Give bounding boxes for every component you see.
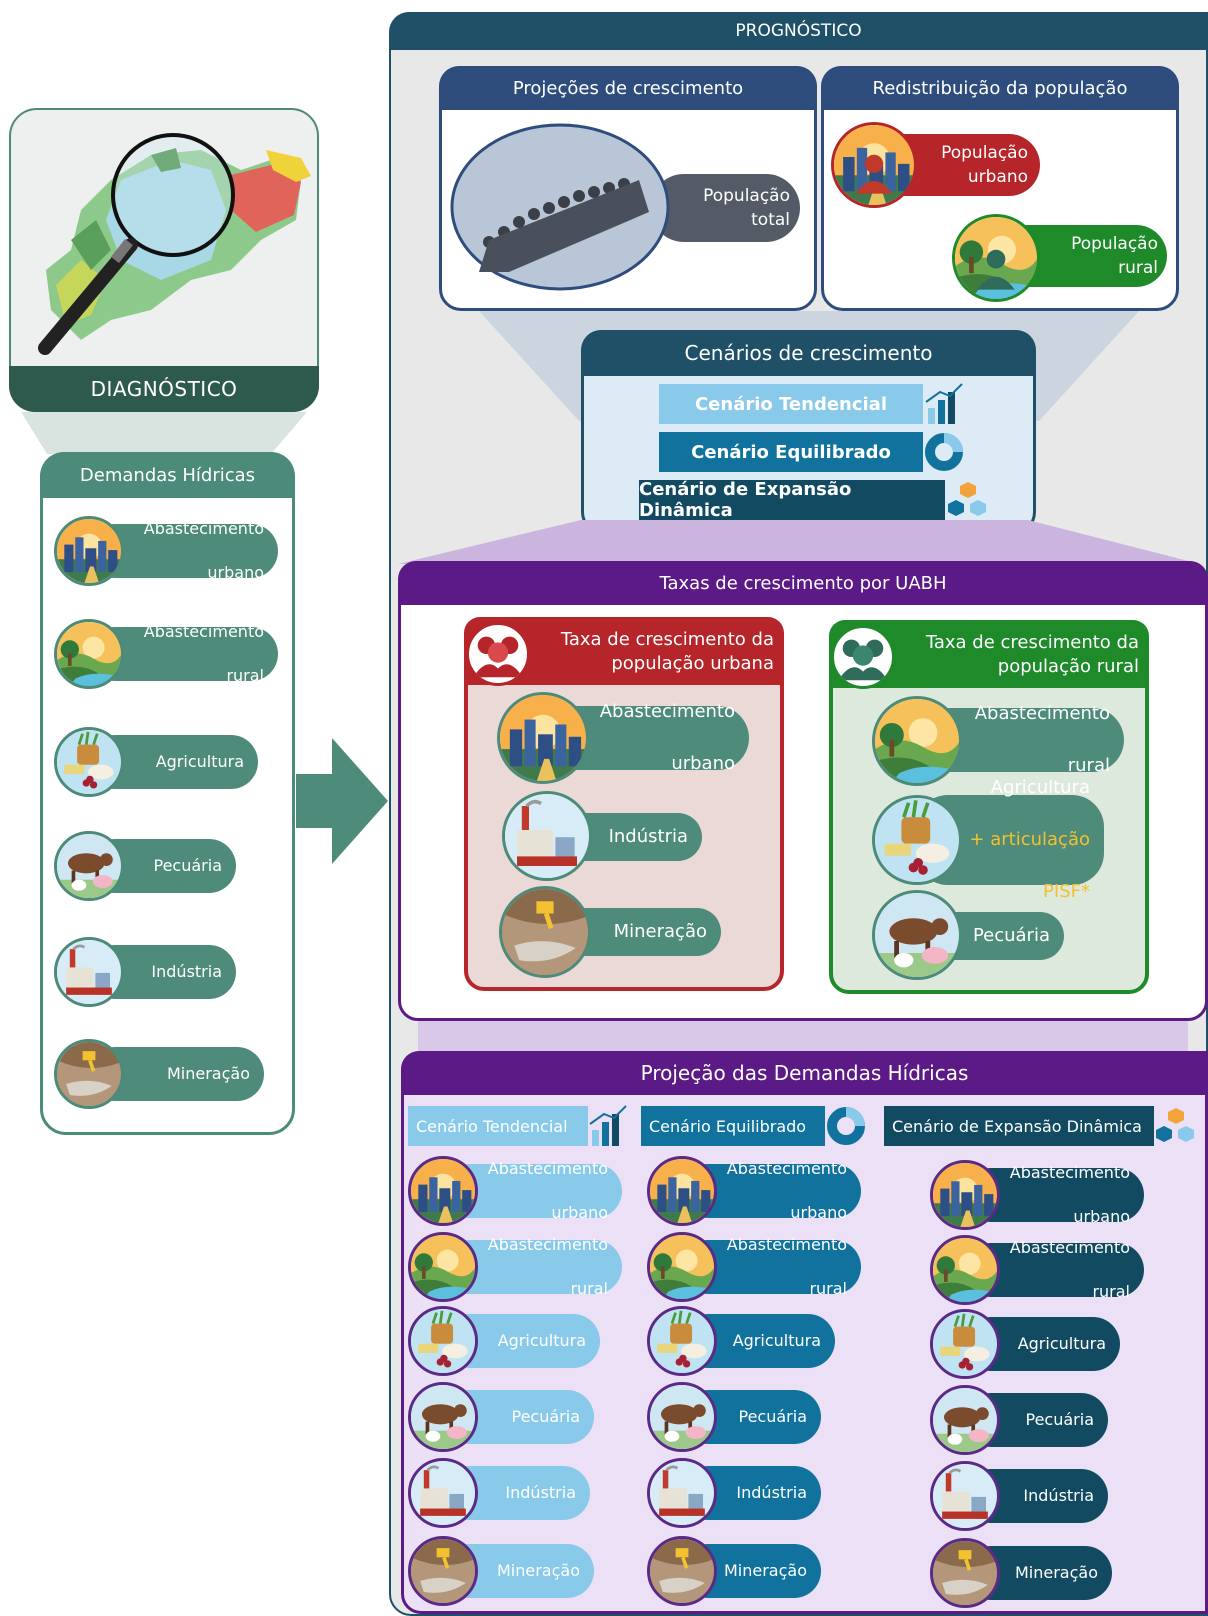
city-icon	[54, 516, 124, 586]
basin-map-image	[38, 133, 311, 355]
projecao-expansao-industria: Indústria	[930, 1461, 1150, 1531]
factory-icon	[502, 791, 592, 881]
redistribuicao-title: Redistribuição da população	[821, 66, 1179, 110]
countryside-icon	[408, 1232, 478, 1302]
demand-item-industria: Indústria	[54, 937, 284, 1007]
cenario-tendencial-bar: Cenário Tendencial	[659, 384, 923, 424]
projecao-tendencial-agricultura: Agricultura	[408, 1306, 623, 1376]
arrow-right-icon	[296, 738, 388, 864]
projecao-tendencial-industria: Indústria	[408, 1458, 623, 1528]
projecao-equilibrado-pecuaria: Pecuária	[647, 1382, 862, 1452]
projecoes-title: Projeções de crescimento	[439, 66, 817, 110]
populacao-total-bubble	[650, 174, 800, 242]
tab-cenario-tendencial: Cenário Tendencial	[408, 1106, 588, 1146]
city-icon	[408, 1156, 478, 1226]
cenarios-title: Cenários de crescimento	[581, 330, 1036, 376]
city-icon	[497, 692, 589, 784]
projecao-equilibrado-mineracao: Mineração	[647, 1536, 862, 1606]
crops-icon	[872, 795, 962, 885]
projecao-expansao-pecuaria: Pecuária	[930, 1385, 1150, 1455]
taxas-title: Taxas de crescimento por UABH	[398, 561, 1208, 605]
prognostico-title: PROGNÓSTICO	[389, 12, 1208, 50]
demand-item-pecuaria: Pecuária	[54, 831, 284, 901]
countryside-icon	[930, 1235, 1000, 1305]
tab-cenario-expansao: Cenário de Expansão Dinâmica	[884, 1106, 1154, 1146]
taxa-urbana-item-industria: Indústria	[502, 791, 712, 883]
bar-chart-icon	[589, 1105, 627, 1146]
hexagons-icon	[948, 482, 986, 516]
projecao-expansao-mineracao: Mineração	[930, 1538, 1150, 1608]
bar-chart-icon	[925, 383, 963, 424]
taxa-rural-item-pecuaria: Pecuária	[872, 890, 1072, 982]
countryside-icon	[952, 214, 1040, 302]
crops-icon	[54, 727, 124, 797]
factory-icon	[930, 1461, 1000, 1531]
people-icon	[831, 625, 895, 689]
demand-item-mineracao: Mineração	[54, 1039, 284, 1109]
hexagons-icon	[1156, 1108, 1194, 1142]
purple-funnel-connector	[398, 520, 1200, 564]
projecao-equilibrado-agricultura: Agricultura	[647, 1306, 862, 1376]
projecao-tendencial-mineracao: Mineração	[408, 1536, 623, 1606]
mining-icon	[408, 1536, 478, 1606]
demand-item-agricultura: Agricultura	[54, 727, 284, 797]
countryside-icon	[54, 619, 124, 689]
mining-icon	[930, 1538, 1000, 1608]
city-icon	[930, 1160, 1000, 1230]
countryside-icon	[872, 696, 962, 786]
cattle-icon	[930, 1385, 1000, 1455]
factory-icon	[54, 937, 124, 1007]
projecao-title: Projeção das Demandas Hídricas	[401, 1051, 1208, 1095]
projecao-tendencial-pecuaria: Pecuária	[408, 1382, 623, 1452]
demandas-title: Demandas Hídricas	[40, 452, 295, 498]
countryside-icon	[647, 1232, 717, 1302]
donut-chart-icon	[827, 1107, 865, 1145]
crowd-image	[450, 123, 670, 291]
cenario-expansao-bar: Cenário de Expansão Dinâmica	[639, 479, 945, 521]
cattle-icon	[872, 890, 962, 980]
mining-icon	[54, 1039, 124, 1109]
purple-funnel-connector-2	[418, 1021, 1188, 1055]
mining-icon	[647, 1536, 717, 1606]
taxa-urbana-item-mineracao: Mineração	[499, 886, 729, 978]
crops-icon	[930, 1309, 1000, 1379]
projecao-equilibrado-industria: Indústria	[647, 1458, 862, 1528]
donut-chart-icon	[925, 433, 963, 471]
diagnostico-title: DIAGNÓSTICO	[9, 366, 319, 412]
people-icon	[466, 622, 530, 686]
crops-icon	[647, 1306, 717, 1376]
crops-icon	[408, 1306, 478, 1376]
cattle-icon	[408, 1382, 478, 1452]
factory-icon	[647, 1458, 717, 1528]
diagnostico-card	[9, 108, 319, 412]
city-icon	[831, 122, 917, 208]
cenario-equilibrado-bar: Cenário Equilibrado	[659, 432, 923, 472]
mining-icon	[499, 886, 591, 978]
city-icon	[647, 1156, 717, 1226]
tab-cenario-equilibrado: Cenário Equilibrado	[641, 1106, 825, 1146]
factory-icon	[408, 1458, 478, 1528]
projecao-expansao-agricultura: Agricultura	[930, 1309, 1150, 1379]
left-connector	[21, 412, 307, 454]
cattle-icon	[647, 1382, 717, 1452]
cattle-icon	[54, 831, 124, 901]
